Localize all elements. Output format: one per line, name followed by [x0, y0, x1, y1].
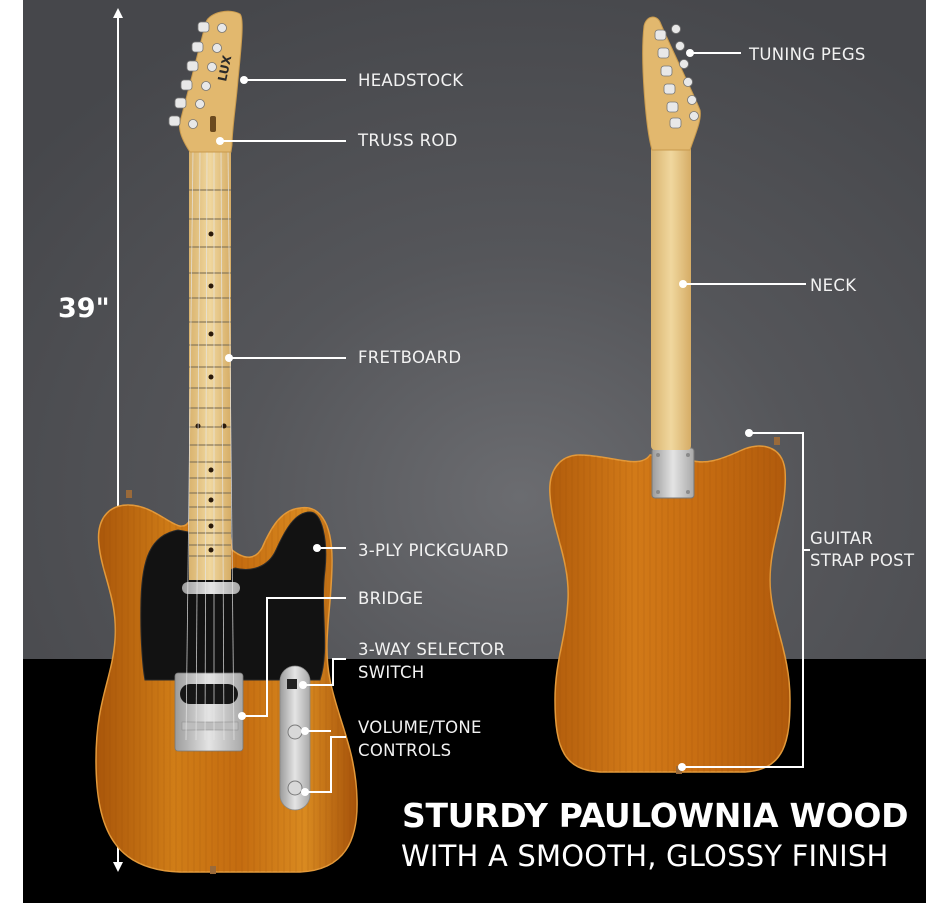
- back-tuning-pegs: [654, 24, 699, 129]
- callout-strap-post-line1: GUITAR: [810, 529, 874, 548]
- front-guitar: LUX: [95, 10, 358, 874]
- svg-text:LUX: LUX: [215, 53, 234, 82]
- callout-neck: NECK: [810, 276, 857, 295]
- strings: [185, 149, 235, 741]
- length-label: 39": [58, 293, 110, 324]
- callout-pickguard: 3-PLY PICKGUARD: [358, 541, 509, 560]
- callout-bridge: BRIDGE: [358, 589, 424, 608]
- headline-title: STURDY PAULOWNIA WOOD: [402, 796, 909, 835]
- callout-controls-line2: CONTROLS: [358, 741, 452, 760]
- callout-controls-line1: VOLUME/TONE: [358, 718, 482, 737]
- callout-strap-post-line2: STRAP POST: [810, 551, 915, 570]
- callout-lines: [220, 52, 810, 793]
- back-headstock: [642, 16, 701, 151]
- headline-subtitle: WITH A SMOOTH, GLOSSY FINISH: [401, 839, 889, 873]
- fret-markers: [195, 231, 227, 553]
- callout-tuning-pegs: TUNING PEGS: [749, 45, 866, 64]
- callout-fretboard: FRETBOARD: [358, 348, 462, 367]
- callout-truss-rod: TRUSS ROD: [358, 131, 458, 150]
- callout-selector-line1: 3-WAY SELECTOR: [358, 640, 506, 659]
- callout-headstock: HEADSTOCK: [358, 71, 464, 90]
- front-headstock: [179, 10, 243, 153]
- frets: [189, 189, 231, 557]
- callout-dots: [216, 49, 753, 796]
- front-tuning-pegs: [168, 21, 227, 129]
- front-fretboard: [189, 150, 231, 580]
- back-neck: [651, 145, 691, 450]
- callout-selector-line2: SWITCH: [358, 663, 425, 682]
- back-guitar: [549, 16, 791, 774]
